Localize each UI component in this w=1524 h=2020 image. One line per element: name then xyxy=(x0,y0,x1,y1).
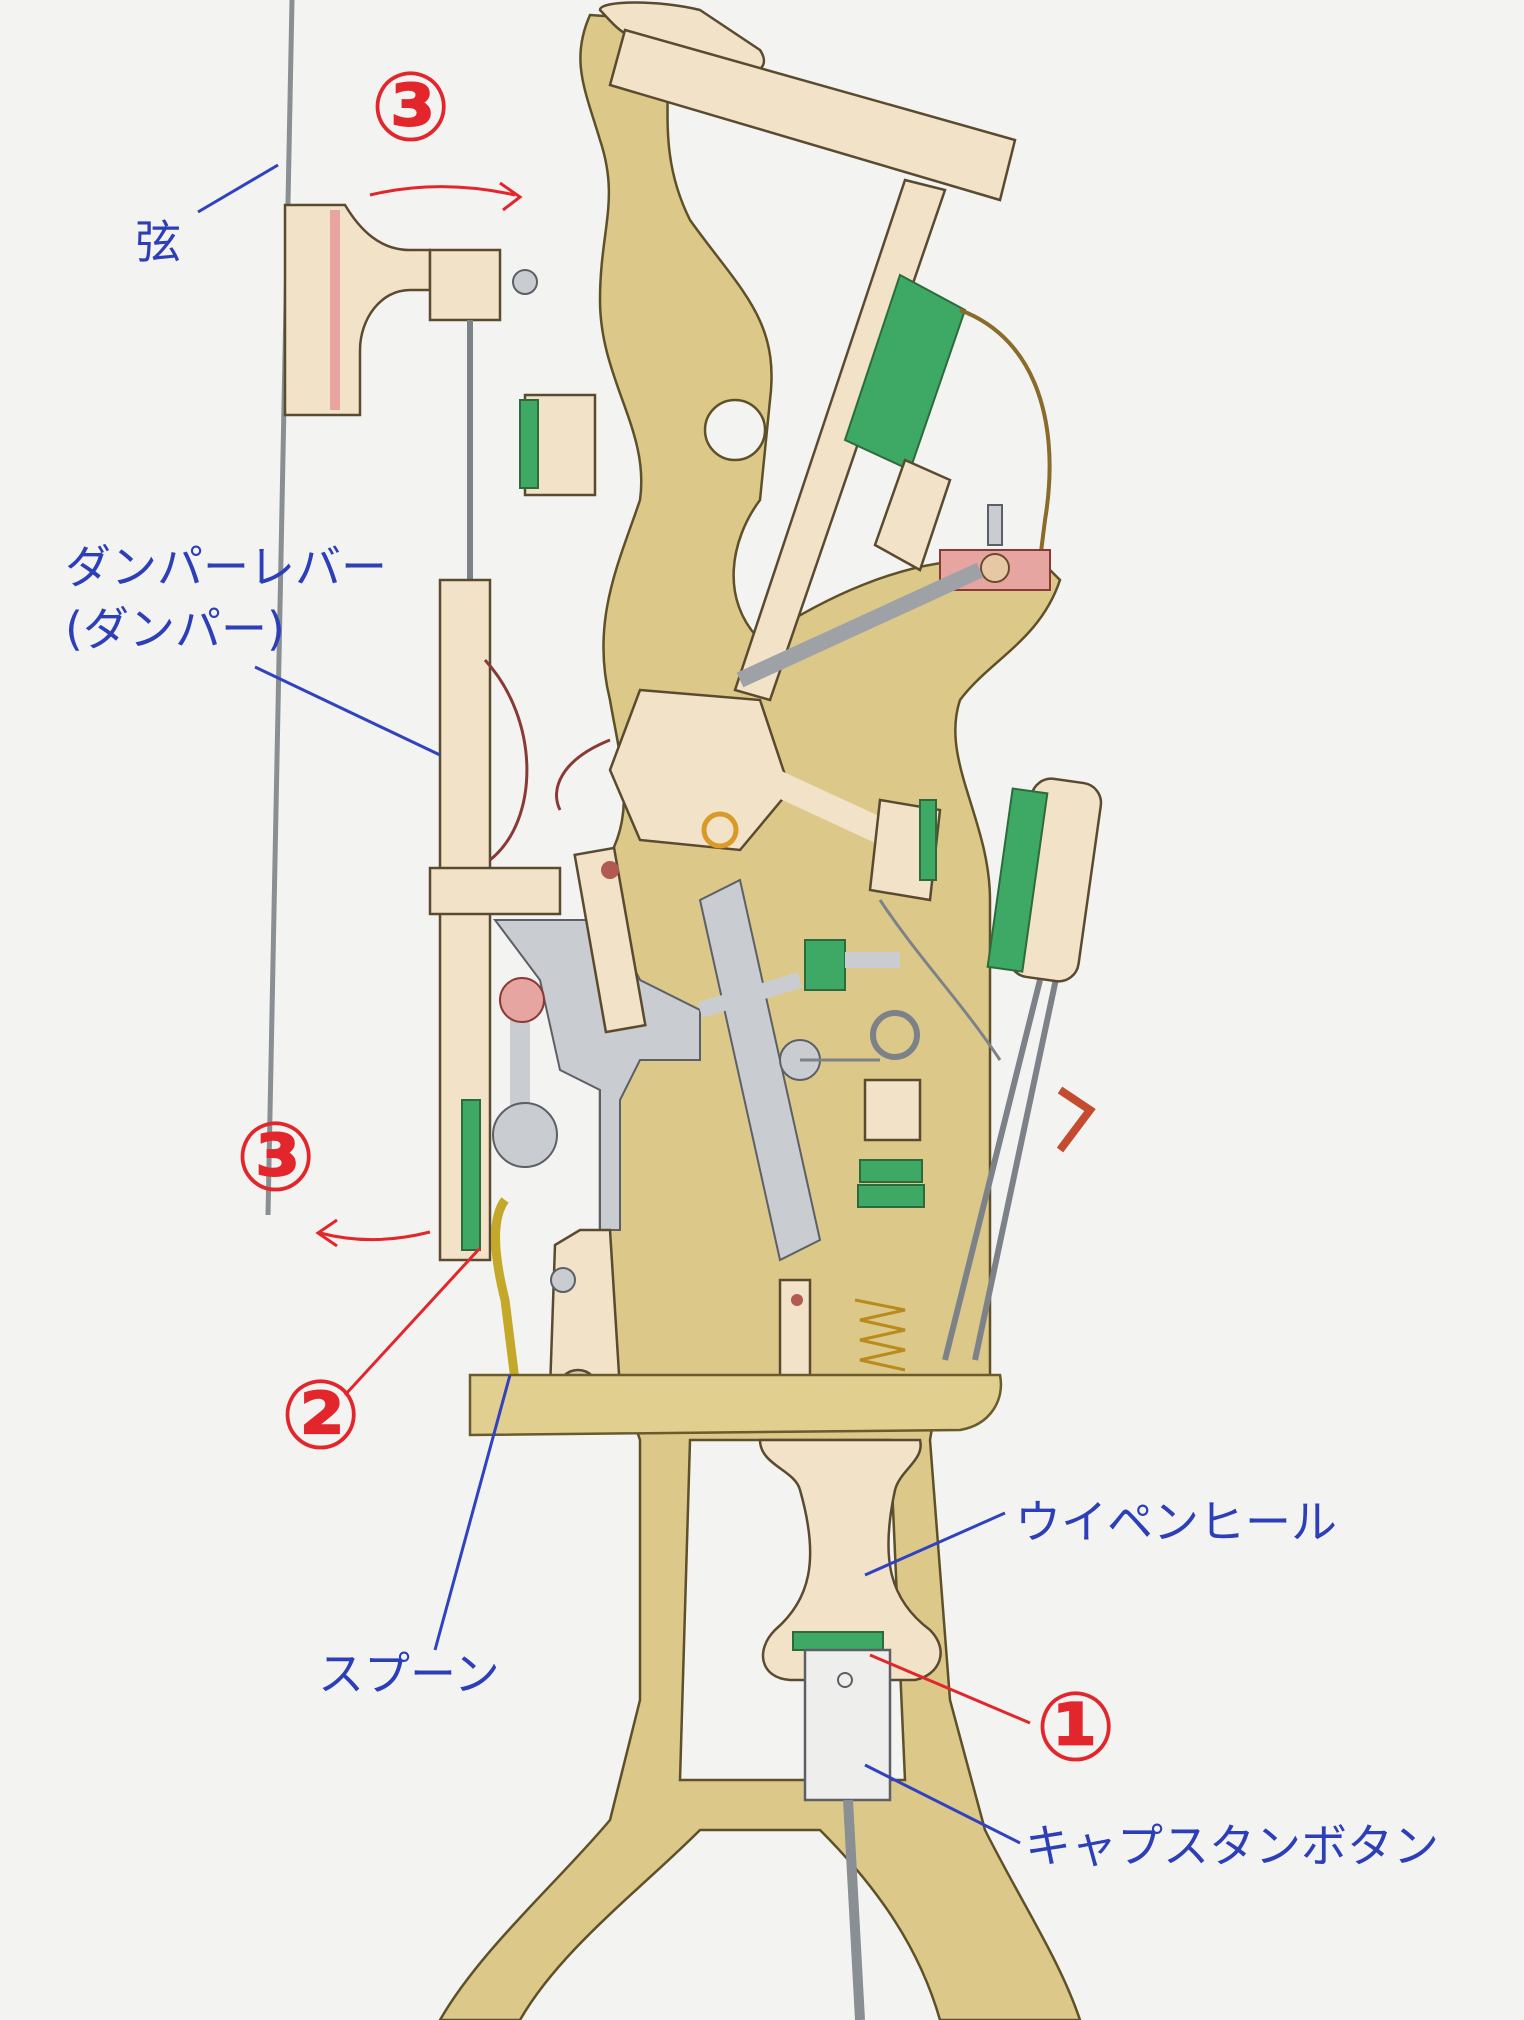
damper-pedal-felt xyxy=(986,787,1049,973)
capstan-button-shape xyxy=(803,1648,892,1802)
leader-spoon xyxy=(433,1374,512,1651)
label-spoon: スプーン xyxy=(318,1647,500,1701)
arrow-right-curve xyxy=(369,185,516,197)
wippen-pivot xyxy=(499,977,545,1023)
regulating-screw xyxy=(987,504,1003,546)
back-check-felt xyxy=(919,799,937,881)
sticker-rod-2 xyxy=(972,959,1063,1361)
string-wire xyxy=(265,0,295,1216)
hammer-head xyxy=(608,28,1017,202)
wippen-heel-felt xyxy=(792,1631,884,1651)
spring-block xyxy=(863,1078,922,1142)
wippen-arm xyxy=(697,972,803,1018)
leader-step1 xyxy=(869,1653,1031,1725)
main-rail xyxy=(468,1373,1003,1437)
hammer-return-wire xyxy=(878,899,1002,1061)
jack-spring xyxy=(854,1298,906,1372)
leader-string xyxy=(197,163,279,214)
label-capstan-button: キャプスタンボタン xyxy=(1025,1819,1439,1873)
step-2: ② xyxy=(280,1359,361,1471)
damper-block xyxy=(428,248,502,322)
butt-ring xyxy=(701,811,739,849)
hammer-rail-felt xyxy=(519,399,539,489)
damper-rod-tip xyxy=(1056,1086,1096,1153)
step-3-top: ③ xyxy=(370,51,451,163)
wippen-flange-bottom xyxy=(548,1228,622,1392)
jack-pivot xyxy=(601,861,619,879)
leader-damper-lever xyxy=(254,665,441,757)
damper-head xyxy=(283,203,432,417)
catcher-block xyxy=(873,458,952,572)
step-1: ① xyxy=(1035,1671,1116,1783)
damper-screw xyxy=(512,269,538,295)
wippen-screw xyxy=(550,1267,576,1293)
hammer-loop xyxy=(598,1,766,74)
butt-spring xyxy=(555,738,611,811)
hammer-rail-arc xyxy=(959,308,1052,561)
capstan-hole xyxy=(837,1672,853,1688)
arrow-right-head xyxy=(499,181,523,212)
leader-wippen-heel xyxy=(864,1511,1006,1577)
damper-felt xyxy=(330,210,340,410)
step-3-left: ③ xyxy=(235,1101,316,1213)
regulating-button xyxy=(980,553,1010,583)
leader-capstan xyxy=(864,1763,1021,1845)
damper-spring xyxy=(483,658,529,862)
label-damper-lever-paren: (ダンパー) xyxy=(65,602,285,656)
balance-rod xyxy=(736,562,984,688)
jack-flange xyxy=(573,846,647,1034)
spring-felt-lower xyxy=(857,1184,925,1208)
spoon-shape xyxy=(491,1197,520,1381)
wippen-frame xyxy=(493,919,701,1231)
hammer-butt xyxy=(608,688,792,852)
sticker-rod-1 xyxy=(942,979,1043,1361)
arrow-left-head xyxy=(315,1218,338,1248)
label-wippen-heel: ウイペンヒール xyxy=(1015,1495,1337,1549)
frame-hole xyxy=(703,398,767,462)
leader-step2 xyxy=(343,1246,482,1397)
arrow-left-curve xyxy=(319,1230,431,1242)
bridle-ring xyxy=(870,1010,920,1060)
spring-felt-upper xyxy=(859,1159,923,1183)
label-string: 弦 xyxy=(135,215,181,269)
wippen-felt xyxy=(804,939,846,991)
damper-lever-felt xyxy=(461,1099,481,1251)
jack-flange-pin xyxy=(791,1294,803,1306)
wippen-weight xyxy=(492,1102,558,1168)
jack xyxy=(698,878,822,1262)
damper-flange xyxy=(428,866,562,916)
capstan-screw xyxy=(843,1799,865,2020)
label-damper-lever: ダンパーレバー xyxy=(65,540,387,594)
